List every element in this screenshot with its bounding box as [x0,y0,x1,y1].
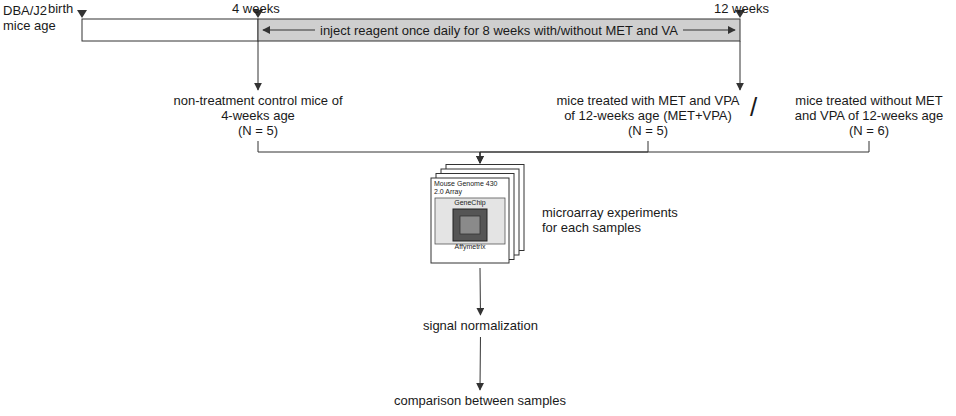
treatment-label: inject reagent once daily for 8 weeks wi… [315,23,683,38]
timeline-bar-treatment [258,19,740,41]
flow-connector [480,268,481,315]
group-label: non-treatment control mice of 4-weeks ag… [170,93,346,123]
chip-text: Mouse Genome 430 2.0 Array [434,164,504,196]
flow-connector [258,141,480,163]
process-step: comparison between samples [394,393,566,408]
group-label: comparison between samples [394,393,566,408]
sample-group: mice treated without MET and VPA of 12-w… [788,93,950,138]
axis-label: birth [48,1,73,16]
sample-group: mice treated with MET and VPA of 12-week… [554,93,742,138]
timepoint-arrow [740,41,741,90]
chip-square [453,209,487,241]
flow-connector [479,337,480,390]
timepoint-arrow [258,41,259,90]
sample-count: (N = 5) [554,123,742,138]
marker-triangle [77,10,87,18]
chip-array [460,216,480,234]
flow-connector [480,141,869,163]
sample-count: (N = 5) [170,123,346,138]
chip-text: GeneChip [430,199,510,207]
microarray-icon: Mouse Genome 430 2.0 ArrayGeneChipAffyme… [430,164,530,264]
sample-group: non-treatment control mice of 4-weeks ag… [170,93,346,138]
process-step: signal normalization [423,318,538,333]
sample-count: (N = 6) [788,123,950,138]
group-label: mice treated without MET and VPA of 12-w… [788,93,950,123]
axis-label: 4 weeks [232,1,280,16]
axis-label: 12 weeks [714,1,769,16]
timeline-bar-untreated [82,19,258,41]
chip-text: Affymetrix [430,243,510,251]
separator-slash: / [750,92,757,122]
group-label: mice treated with MET and VPA of 12-week… [554,93,742,123]
axis-label: microarray experiments for each samples [542,205,692,235]
group-label: signal normalization [423,318,538,333]
